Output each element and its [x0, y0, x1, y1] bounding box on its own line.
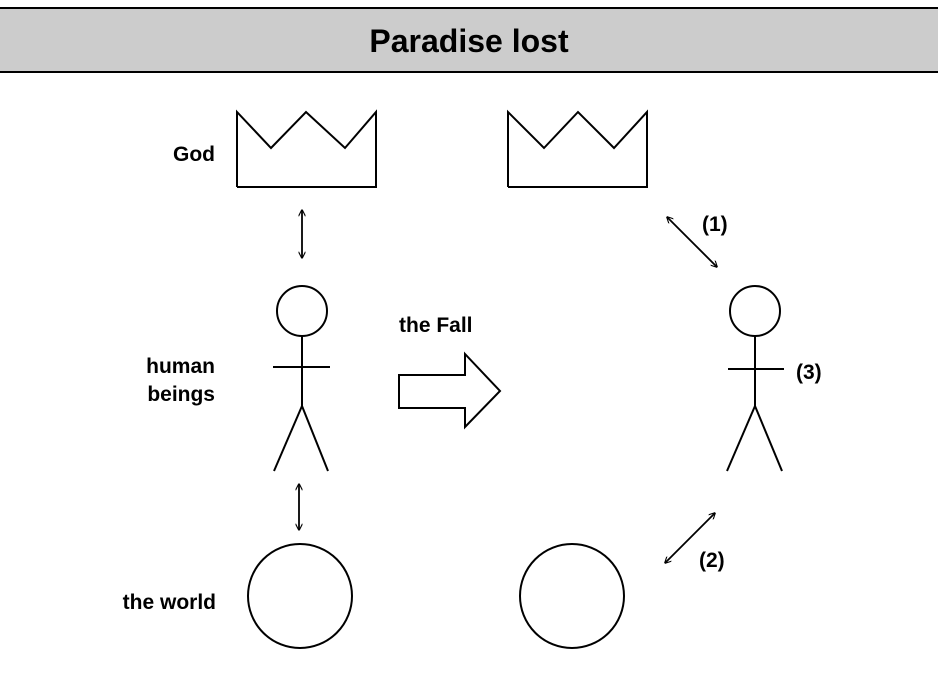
- label-the-world: the world: [123, 591, 216, 614]
- label-god: God: [173, 143, 215, 166]
- page-title: Paradise lost: [369, 22, 569, 59]
- arrow-relation-1: [667, 217, 717, 267]
- crown-icon-right: [507, 109, 648, 188]
- world-circle-left: [247, 543, 353, 649]
- label-human-beings-line2: beings: [147, 383, 215, 406]
- title-bar: Paradise lost: [0, 7, 938, 73]
- stick-figure-icon-left: [273, 285, 330, 472]
- label-human-beings-line1: human: [146, 355, 215, 378]
- label-relation-2: (2): [699, 549, 725, 572]
- arrow-relation-2: [665, 513, 715, 563]
- label-relation-1: (1): [702, 213, 728, 236]
- stick-figure-icon-right: [726, 285, 784, 472]
- label-relation-3: (3): [796, 361, 822, 384]
- crown-icon-left: [236, 109, 377, 188]
- world-circle-right: [519, 543, 625, 649]
- label-the-fall: the Fall: [399, 314, 473, 337]
- block-arrow-icon: [398, 351, 502, 430]
